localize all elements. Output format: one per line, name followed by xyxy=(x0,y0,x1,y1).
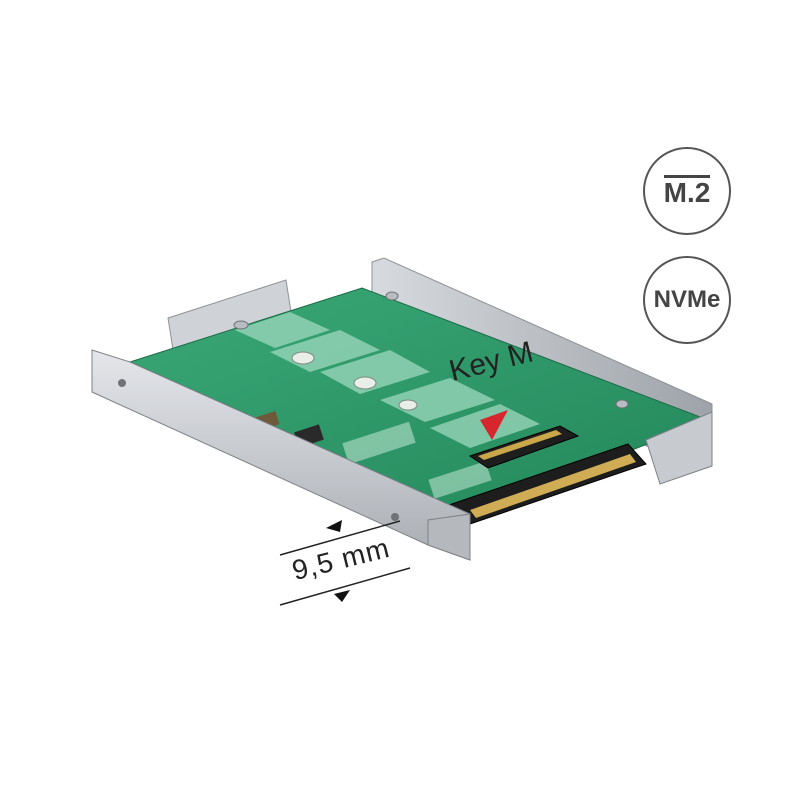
screw xyxy=(615,399,629,409)
nvme-badge-label: NVMe xyxy=(653,286,721,313)
m2-socket-pins xyxy=(478,430,562,460)
screw xyxy=(233,320,249,330)
key-m-marker xyxy=(480,410,508,440)
silkscreen-label xyxy=(428,461,492,499)
nvme-badge: NVMe xyxy=(643,256,731,344)
m2-mount-area-1 xyxy=(235,312,330,348)
frame-right-tab xyxy=(645,411,713,485)
m2-mount-area-3 xyxy=(320,350,430,394)
m2-badge-label: M.2 xyxy=(663,175,711,208)
dimension-arrow-top xyxy=(326,520,342,532)
m2-badge: M.2 xyxy=(643,147,731,235)
frame-front-rail-edge xyxy=(427,513,471,561)
dimension-line-bottom xyxy=(279,567,411,606)
screw xyxy=(385,291,399,301)
dimension-arrow-bottom xyxy=(334,590,350,602)
standoff-hole xyxy=(353,376,377,390)
dimension-line-top xyxy=(279,520,401,556)
standoff-hole xyxy=(291,351,315,365)
m2-mount-area-4 xyxy=(380,378,495,422)
silkscreen-label xyxy=(342,421,416,465)
rail-screw-hole xyxy=(118,379,126,387)
u2-connector-pins xyxy=(470,454,636,518)
rail-screw-hole xyxy=(391,513,399,521)
standoff-hole xyxy=(398,399,418,411)
